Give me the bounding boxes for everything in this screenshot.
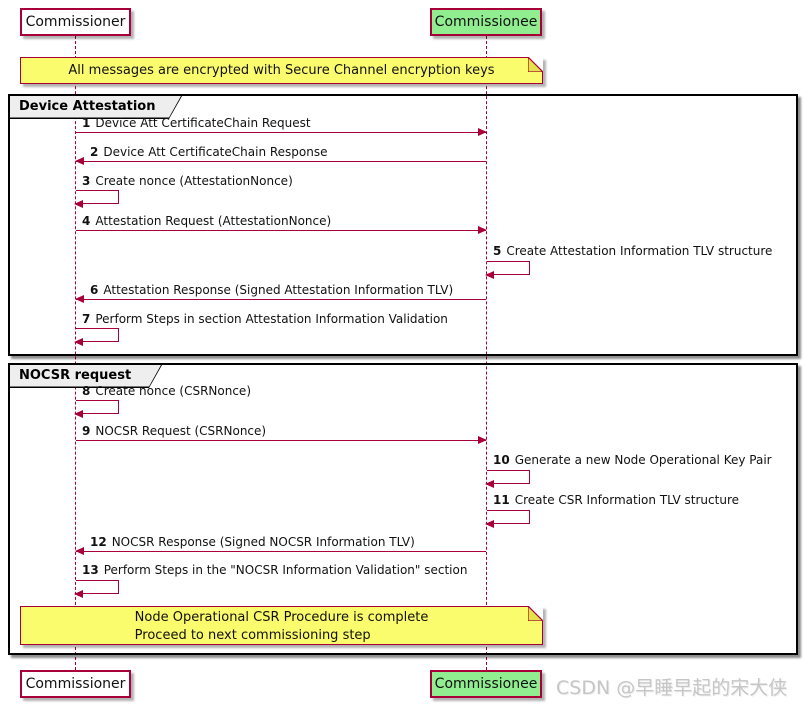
message-7-label: 7 Perform Steps in section Attestation In…: [82, 312, 448, 326]
message-12-number: 12: [90, 535, 107, 549]
note-fold-icon: [528, 57, 543, 72]
frame-device-attestation: [8, 94, 798, 356]
message-13-label: 13 Perform Steps in the "NOCSR Informatio…: [82, 563, 467, 577]
message-2-text: Device Att CertificateChain Response: [103, 145, 328, 159]
message-7-text: Perform Steps in section Attestation Inf…: [95, 312, 448, 326]
message-11-selfarrow: [485, 510, 530, 528]
message-12-label: 12 NOCSR Response (Signed NOCSR Informati…: [90, 535, 415, 549]
message-3-text: Create nonce (AttestationNonce): [95, 174, 293, 188]
note-encryption: All messages are encrypted with Secure C…: [20, 57, 543, 84]
message-4-label: 4 Attestation Request (AttestationNonce): [82, 214, 331, 228]
message-5-label: 5 Create Attestation Information TLV stru…: [493, 244, 772, 258]
message-9-number: 9: [82, 424, 91, 438]
message-8-text: Create nonce (CSRNonce): [95, 384, 251, 398]
message-5-number: 5: [493, 244, 502, 258]
message-13-text: Perform Steps in the "NOCSR Information …: [103, 563, 468, 577]
message-6-number: 6: [90, 283, 99, 297]
arrow-left-icon: [75, 295, 84, 303]
csdn-watermark: CSDN @早睡早起的宋大侠: [556, 677, 788, 699]
participant-commissioner-bottom: Commissioner: [20, 670, 131, 698]
arrow-left-icon: [485, 520, 494, 528]
arrow-left-icon: [74, 338, 83, 346]
message-11-number: 11: [493, 493, 510, 507]
message-4-arrow: [76, 226, 487, 234]
arrow-left-icon: [74, 590, 83, 598]
message-2-number: 2: [90, 145, 99, 159]
frame-nocsr-request-tab: NOCSR request: [10, 365, 162, 388]
participant-commissioner-top: Commissioner: [20, 8, 131, 36]
message-11-text: Create CSR Information TLV structure: [514, 493, 739, 507]
message-4-text: Attestation Request (AttestationNonce): [95, 214, 332, 228]
frame-nocsr-request: [8, 363, 798, 655]
message-6-text: Attestation Response (Signed Attestation…: [103, 283, 454, 297]
message-3-number: 3: [82, 174, 91, 188]
note-csr-complete-line2: Proceed to next commissioning step: [134, 628, 371, 643]
note-encryption-text: All messages are encrypted with Secure C…: [68, 63, 495, 78]
message-6-arrow: [75, 295, 486, 303]
message-5-selfarrow: [485, 261, 530, 279]
message-8-number: 8: [82, 384, 91, 398]
arrow-left-icon: [74, 200, 83, 208]
message-7-selfarrow: [74, 328, 119, 346]
message-9-arrow: [76, 436, 487, 444]
message-8-selfarrow: [74, 400, 119, 418]
message-4-number: 4: [82, 214, 91, 228]
message-1-label: 1 Device Att CertificateChain Request: [82, 116, 311, 130]
message-12-text: NOCSR Response (Signed NOCSR Information…: [111, 535, 415, 549]
frame-device-attestation-tab: Device Attestation: [10, 96, 182, 119]
participant-commissionee-bottom: Commissionee: [430, 670, 542, 698]
note-fold-icon: [528, 606, 543, 621]
message-3-label: 3 Create nonce (AttestationNonce): [82, 174, 293, 188]
arrow-left-icon: [74, 410, 83, 418]
message-3-selfarrow: [74, 190, 119, 208]
message-10-selfarrow: [485, 470, 530, 488]
message-1-arrow: [76, 128, 487, 136]
arrow-right-icon: [478, 436, 487, 444]
arrow-left-icon: [485, 480, 494, 488]
frame-nocsr-request-label: NOCSR request: [19, 368, 132, 383]
message-9-label: 9 NOCSR Request (CSRNonce): [82, 424, 266, 438]
message-1-text: Device Att CertificateChain Request: [95, 116, 311, 130]
message-7-number: 7: [82, 312, 91, 326]
lifeline-commissioner: [75, 36, 76, 670]
arrow-right-icon: [478, 128, 487, 136]
frame-device-attestation-label: Device Attestation: [19, 99, 156, 114]
arrow-left-icon: [75, 547, 84, 555]
message-13-selfarrow: [74, 580, 119, 598]
message-2-label: 2 Device Att CertificateChain Response: [90, 145, 328, 159]
message-1-number: 1: [82, 116, 91, 130]
frame-tab-bg: [10, 365, 161, 387]
message-11-label: 11 Create CSR Information TLV structure: [493, 493, 739, 507]
message-6-label: 6 Attestation Response (Signed Attestatio…: [90, 283, 453, 297]
note-csr-complete-line1: Node Operational CSR Procedure is comple…: [134, 610, 429, 625]
message-5-text: Create Attestation Information TLV struc…: [506, 244, 773, 258]
message-10-text: Generate a new Node Operational Key Pair: [514, 453, 772, 467]
note-csr-complete: Node Operational CSR Procedure is comple…: [20, 606, 543, 645]
arrow-left-icon: [75, 157, 84, 165]
message-8-label: 8 Create nonce (CSRNonce): [82, 384, 251, 398]
frame-tab-bg: [10, 96, 181, 118]
arrow-right-icon: [478, 226, 487, 234]
message-10-label: 10 Generate a new Node Operational Key Pa…: [493, 453, 772, 467]
message-12-arrow: [75, 547, 486, 555]
message-10-number: 10: [493, 453, 510, 467]
lifeline-commissionee: [486, 36, 487, 670]
message-2-arrow: [75, 157, 486, 165]
participant-commissionee-top: Commissionee: [430, 8, 542, 36]
arrow-left-icon: [485, 271, 494, 279]
message-13-number: 13: [82, 563, 99, 577]
message-9-text: NOCSR Request (CSRNonce): [95, 424, 267, 438]
